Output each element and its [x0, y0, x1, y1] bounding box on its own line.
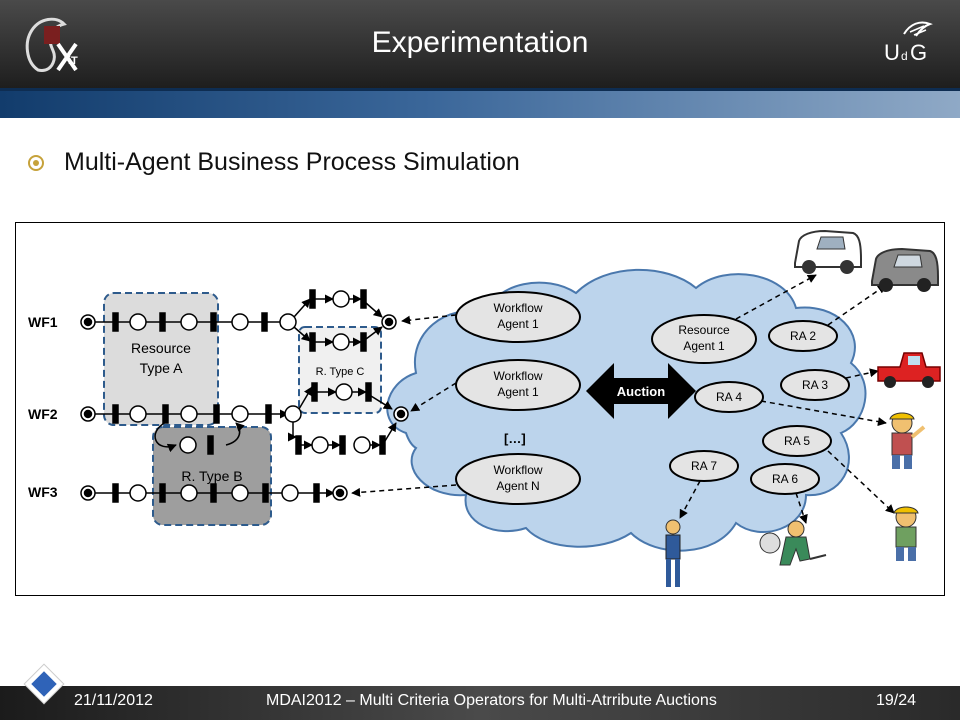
svg-text:RA 3: RA 3 — [802, 378, 828, 392]
bullet-text: Multi-Agent Business Process Simulation — [64, 148, 520, 176]
udg-logo: U d G — [880, 18, 936, 70]
wf2-label: WF2 — [28, 406, 58, 422]
grey-van-icon — [871, 247, 939, 292]
svg-text:RA 7: RA 7 — [691, 459, 717, 473]
svg-text:Agent N: Agent N — [496, 479, 539, 493]
wf3-net — [80, 483, 348, 503]
resource-agent-1 — [651, 314, 757, 364]
svg-text:U: U — [884, 40, 900, 65]
slide-title: Experimentation — [371, 26, 589, 59]
ellipsis: […] — [504, 431, 526, 446]
ra-5 — [762, 425, 832, 457]
bullet-item: Multi-Agent Business Process Simulation — [28, 148, 520, 177]
footer-title: MDAI2012 – Multi Criteria Operators for … — [266, 692, 717, 709]
svg-text:Agent 1: Agent 1 — [497, 385, 539, 399]
footer-date: 21/11/2012 — [74, 692, 153, 709]
svg-text:RA 2: RA 2 — [790, 329, 816, 343]
white-van-icon — [794, 229, 862, 274]
svg-text:Agent 1: Agent 1 — [497, 317, 539, 331]
bullet-icon — [28, 154, 44, 171]
nav-diamond-icon[interactable] — [20, 660, 68, 708]
resource-type-a-label-2: Type A — [140, 360, 183, 376]
r-type-c-label: R. Type C — [316, 366, 365, 378]
ra-6 — [750, 463, 820, 495]
slide-header — [0, 0, 960, 88]
svg-text:RA 6: RA 6 — [772, 472, 798, 486]
svg-text:d: d — [901, 49, 908, 63]
simulation-diagram: Resource Type A R. Type B R. Type C WF1 … — [15, 222, 945, 596]
svg-text:RA 5: RA 5 — [784, 434, 810, 448]
builder-icon-2 — [893, 506, 919, 561]
auction-label: Auction — [617, 384, 665, 399]
wf1-net — [80, 289, 397, 352]
slide-footer — [0, 686, 960, 720]
wf1-label: WF1 — [28, 314, 58, 330]
footer-page-number: 19/24 — [876, 692, 917, 709]
svg-text:Workflow: Workflow — [493, 463, 542, 477]
ra-2 — [768, 320, 838, 352]
red-truck-icon — [877, 352, 941, 388]
auction-arrow — [586, 363, 696, 419]
wf3-label: WF3 — [28, 484, 58, 500]
header-divider — [0, 88, 960, 91]
ra-7 — [669, 450, 739, 482]
workflow-agent-2 — [455, 359, 581, 411]
r-type-b-label: R. Type B — [181, 468, 242, 484]
svg-text:G: G — [910, 40, 927, 65]
ra-4 — [694, 381, 764, 413]
svg-text:Workflow: Workflow — [493, 301, 542, 315]
svg-text:Agent 1: Agent 1 — [683, 339, 725, 353]
workflow-agent-1 — [455, 291, 581, 343]
svg-text:iT: iT — [68, 55, 78, 67]
worker-icon — [665, 519, 681, 587]
svg-text:RA 4: RA 4 — [716, 390, 742, 404]
svg-text:Resource: Resource — [678, 323, 730, 337]
wf2-net — [80, 382, 409, 455]
exit-logo: iT — [20, 12, 86, 82]
builder-icon-1 — [889, 412, 926, 469]
header-band — [0, 88, 960, 118]
workflow-agent-n — [455, 453, 581, 505]
svg-text:Workflow: Workflow — [493, 369, 542, 383]
resource-type-a-label: Resource — [131, 340, 191, 356]
electrician-icon — [759, 520, 827, 566]
ra-3 — [780, 369, 850, 401]
